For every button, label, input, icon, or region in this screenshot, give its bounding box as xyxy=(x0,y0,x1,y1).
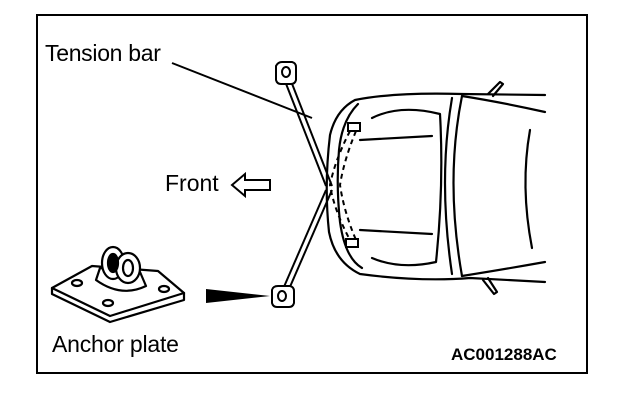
tension-bar-leader xyxy=(171,62,313,119)
anchor-clip-lower xyxy=(271,285,295,308)
tension-bar-upper xyxy=(282,75,333,187)
figure-code-label: AC001288AC xyxy=(451,345,557,364)
anchor-plate-label: Anchor plate xyxy=(52,331,179,357)
anchor-clip-upper xyxy=(275,61,297,85)
tow-hook-upper xyxy=(347,122,361,132)
car-outline xyxy=(325,80,547,296)
anchor-plate-icon xyxy=(50,245,186,324)
front-label: Front xyxy=(165,170,219,196)
tow-hook-lower xyxy=(345,238,359,248)
tension-bar-label: Tension bar xyxy=(45,40,161,66)
hidden-bar-lines xyxy=(328,130,357,241)
tension-bar-lower xyxy=(279,189,333,297)
front-arrow-icon xyxy=(230,171,271,199)
anchor-pointer xyxy=(206,289,270,303)
